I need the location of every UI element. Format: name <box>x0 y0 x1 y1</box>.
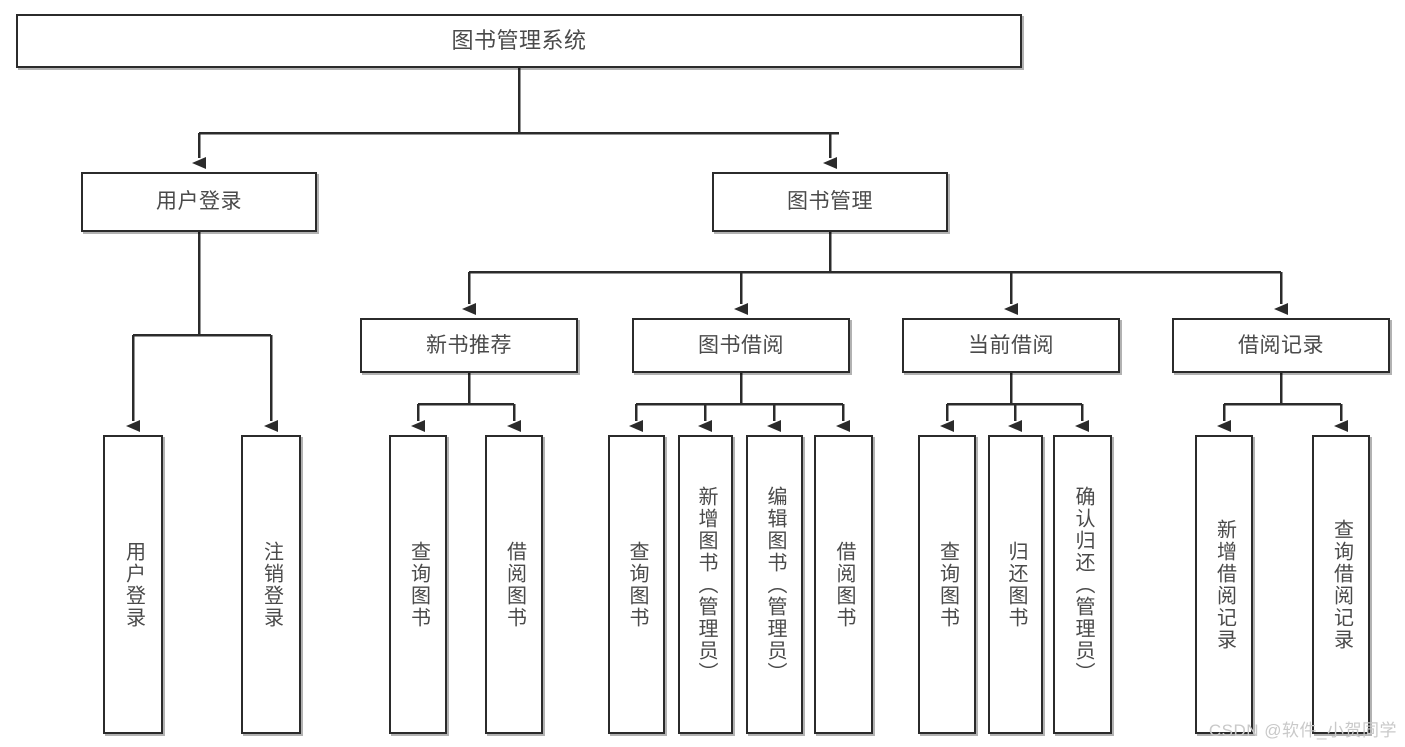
leaf-add-book-admin[interactable]: 新增图书（管理员） <box>678 435 733 734</box>
node-borrow-record-label: 借阅记录 <box>1238 333 1324 357</box>
node-book-management-label: 图书管理 <box>787 190 873 214</box>
leaf-query-book-borrow[interactable]: 查询图书 <box>608 435 665 734</box>
leaf-logout-label: 注销登录 <box>260 540 283 629</box>
node-book-management[interactable]: 图书管理 <box>712 172 948 232</box>
node-new-book-recommend-label: 新书推荐 <box>426 333 512 357</box>
leaf-return-book[interactable]: 归还图书 <box>988 435 1043 734</box>
node-new-book-recommend[interactable]: 新书推荐 <box>360 318 578 373</box>
node-user-login-label: 用户登录 <box>156 190 242 214</box>
leaf-edit-book-admin-label: 编辑图书（管理员） <box>764 485 786 684</box>
leaf-user-login-label: 用户登录 <box>122 540 145 629</box>
leaf-query-book-borrow-label: 查询图书 <box>626 540 648 629</box>
leaf-add-borrow-record-label: 新增借阅记录 <box>1213 518 1236 651</box>
leaf-confirm-return-admin-label: 确认归还（管理员） <box>1072 485 1094 684</box>
leaf-borrow-book-label: 借阅图书 <box>833 540 855 629</box>
leaf-edit-book-admin[interactable]: 编辑图书（管理员） <box>746 435 803 734</box>
leaf-borrow-book-recommend[interactable]: 借阅图书 <box>485 435 543 734</box>
node-root-label: 图书管理系统 <box>451 27 587 53</box>
node-borrow-record[interactable]: 借阅记录 <box>1172 318 1390 373</box>
node-current-borrow[interactable]: 当前借阅 <box>902 318 1120 373</box>
leaf-query-borrow-record[interactable]: 查询借阅记录 <box>1312 435 1370 734</box>
leaf-logout[interactable]: 注销登录 <box>241 435 301 734</box>
node-user-login[interactable]: 用户登录 <box>81 172 317 232</box>
leaf-borrow-book[interactable]: 借阅图书 <box>814 435 873 734</box>
leaf-user-login[interactable]: 用户登录 <box>103 435 163 734</box>
watermark-text: CSDN @软件_小贺同学 <box>1208 721 1397 740</box>
node-current-borrow-label: 当前借阅 <box>968 333 1054 357</box>
node-book-borrow-label: 图书借阅 <box>698 333 784 357</box>
leaf-add-borrow-record[interactable]: 新增借阅记录 <box>1195 435 1253 734</box>
leaf-borrow-book-recommend-label: 借阅图书 <box>503 540 526 629</box>
node-book-borrow[interactable]: 图书借阅 <box>632 318 850 373</box>
leaf-query-book-current-label: 查询图书 <box>936 540 959 629</box>
leaf-add-book-admin-label: 新增图书（管理员） <box>695 485 717 684</box>
leaf-query-borrow-record-label: 查询借阅记录 <box>1330 518 1353 651</box>
leaf-return-book-label: 归还图书 <box>1005 540 1027 629</box>
leaf-query-book-recommend-label: 查询图书 <box>407 540 430 629</box>
leaf-query-book-recommend[interactable]: 查询图书 <box>389 435 447 734</box>
leaf-confirm-return-admin[interactable]: 确认归还（管理员） <box>1053 435 1112 734</box>
node-root[interactable]: 图书管理系统 <box>16 14 1022 68</box>
leaf-query-book-current[interactable]: 查询图书 <box>918 435 976 734</box>
